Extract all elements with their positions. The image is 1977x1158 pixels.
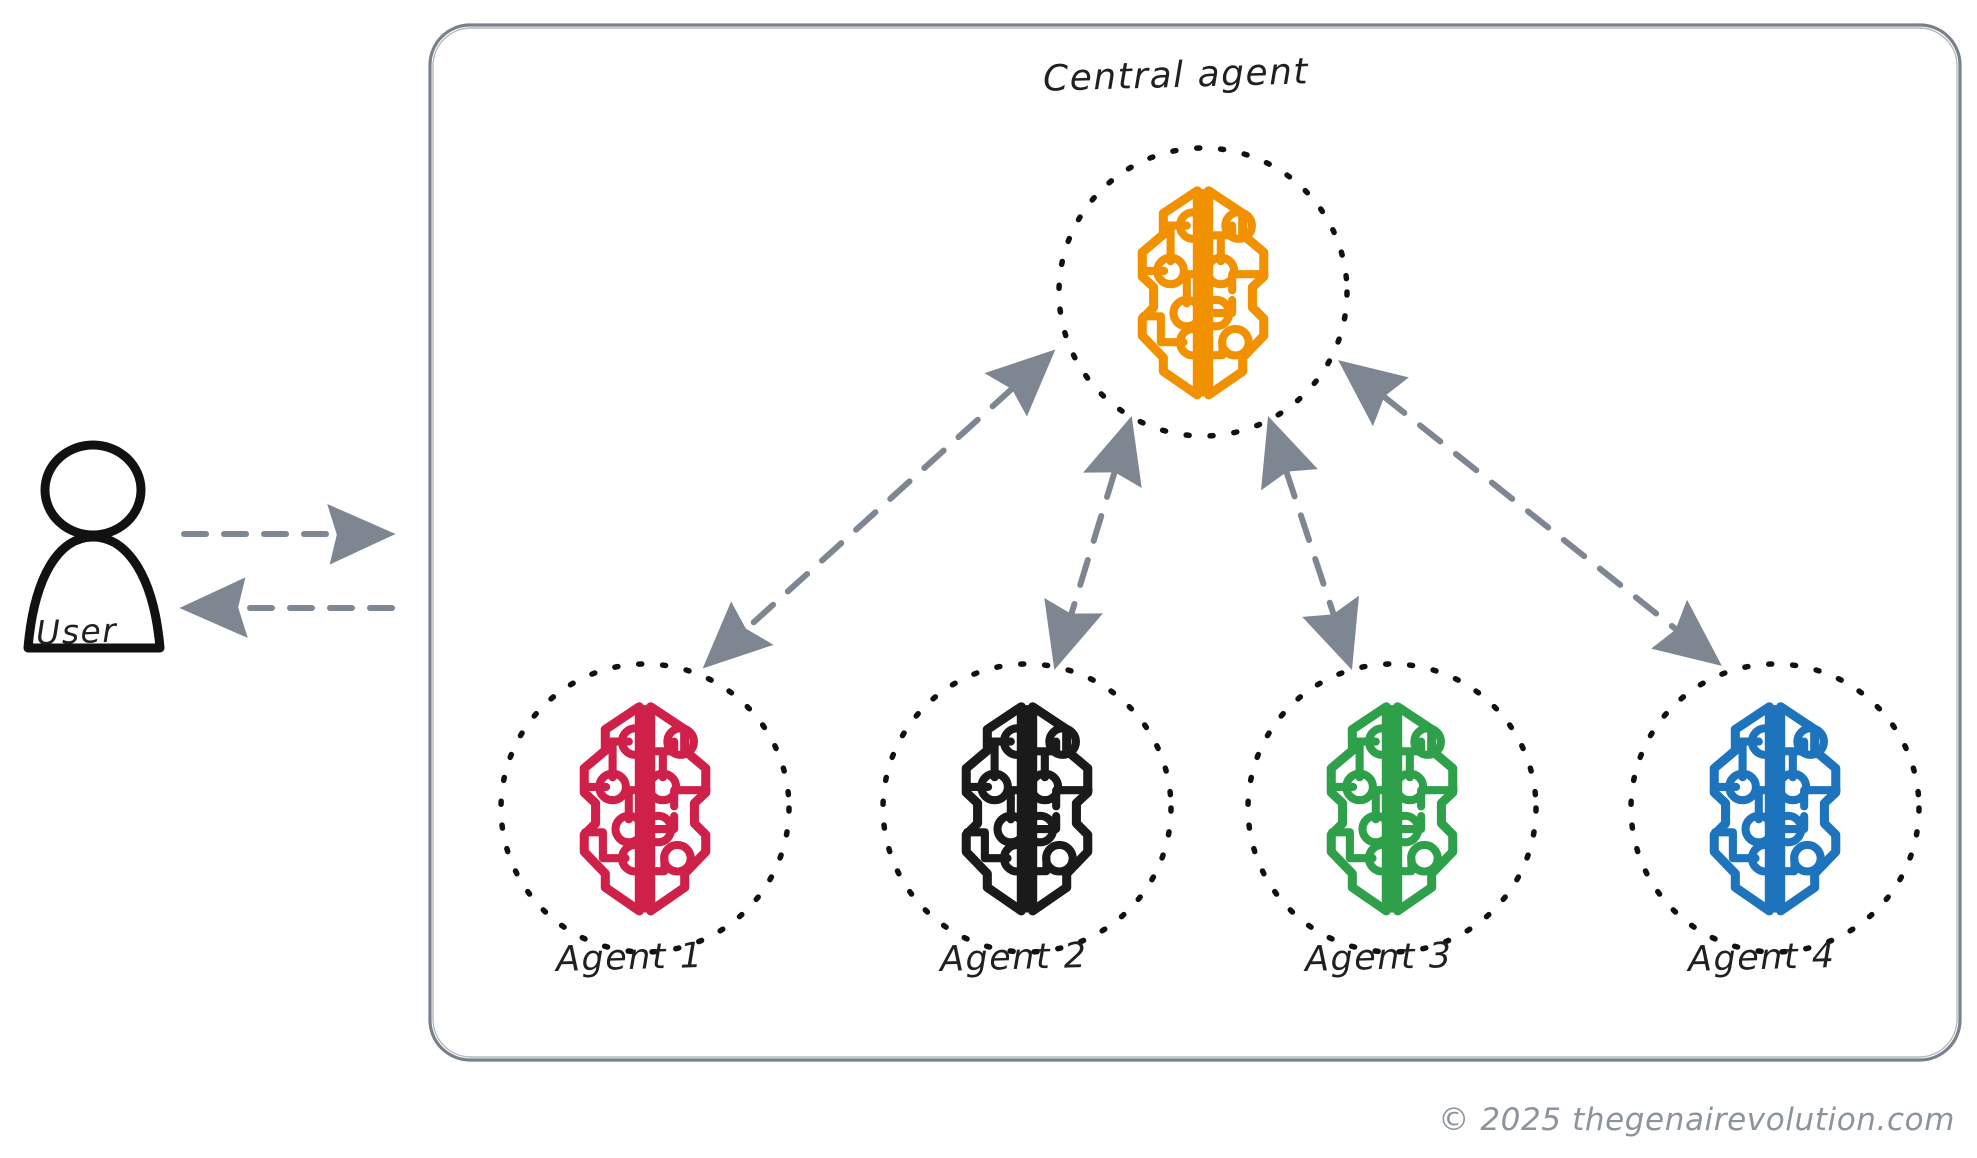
agent-label-3: Agent 3 xyxy=(1304,935,1454,981)
agent-ring-3 xyxy=(1245,661,1539,955)
agent-node-1[interactable] xyxy=(498,661,792,955)
connection-central-agent2 xyxy=(1044,415,1142,671)
brain-circuit-icon xyxy=(966,707,1088,911)
connection-central-agent3 xyxy=(1261,416,1359,670)
agent-node-4[interactable] xyxy=(1628,661,1922,955)
person-icon xyxy=(23,440,165,653)
central-agent-node[interactable] xyxy=(1056,145,1350,439)
brain-circuit-icon xyxy=(1142,191,1264,395)
footer-credit: © 2025 thegenairevolution.com xyxy=(1438,1102,1955,1138)
connection-central-agent1 xyxy=(702,349,1056,669)
central-agent-ring xyxy=(1056,145,1350,439)
brain-circuit-icon xyxy=(1714,707,1836,911)
agent-node-2[interactable] xyxy=(880,661,1174,955)
brain-circuit-icon xyxy=(584,707,706,911)
agent-node-3[interactable] xyxy=(1245,661,1539,955)
agent-label-4: Agent 4 xyxy=(1687,935,1837,981)
agent-ring-1 xyxy=(498,661,792,955)
central-agent-label: Central agent xyxy=(1042,51,1310,100)
agent-ring-4 xyxy=(1628,661,1922,955)
agent-label-2: Agent 2 xyxy=(939,935,1089,981)
brain-circuit-icon xyxy=(1331,707,1453,911)
user-label: User xyxy=(35,610,118,653)
agent-label-1: Agent 1 xyxy=(555,935,705,981)
agent-ring-2 xyxy=(880,661,1174,955)
connection-central-agent4 xyxy=(1338,360,1722,666)
system-boundary xyxy=(428,23,1962,1062)
